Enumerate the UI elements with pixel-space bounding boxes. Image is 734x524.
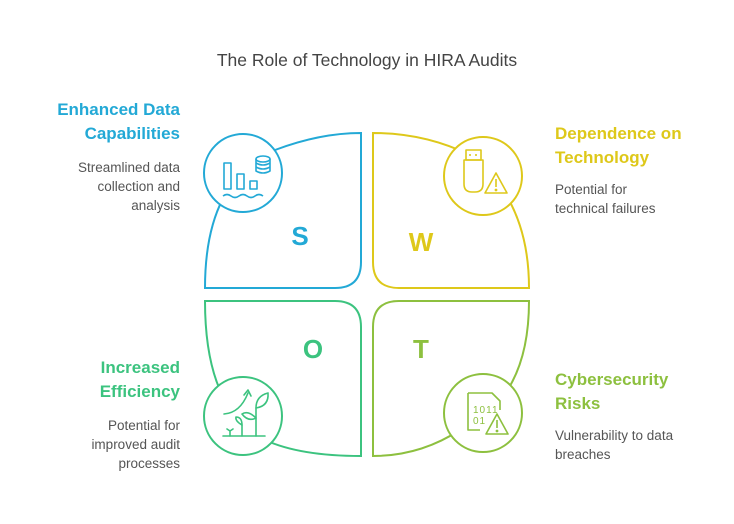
svg-text:1011: 1011 xyxy=(473,405,499,416)
opportunity-quadrant xyxy=(203,300,362,458)
strength-heading: Enhanced Data Capabilities xyxy=(57,100,180,143)
threat-quadrant xyxy=(372,300,531,458)
growth-plant-icon xyxy=(222,389,269,437)
data-chart-database-icon xyxy=(222,155,271,199)
svg-text:01: 01 xyxy=(473,416,486,427)
threat-heading: Cybersecurity Risks xyxy=(555,370,669,413)
usb-warning-icon xyxy=(463,149,508,194)
weakness-description: Potential for technical failures xyxy=(555,182,656,216)
threat-letter: T xyxy=(413,334,429,364)
weakness-letter: W xyxy=(409,227,434,257)
strength-description: Streamlined data collection and analysis xyxy=(77,160,180,213)
threat-description: Vulnerability to data breaches xyxy=(555,428,674,462)
opportunity-description: Potential for improved audit processes xyxy=(91,418,180,471)
binary-file-warning-icon: 1011 01 xyxy=(467,392,509,435)
opportunity-heading: Increased Efficiency xyxy=(99,358,180,401)
strength-quadrant xyxy=(203,131,362,289)
strength-letter: S xyxy=(291,221,308,251)
weakness-quadrant xyxy=(372,131,531,289)
diagram-title: The Role of Technology in HIRA Audits xyxy=(216,50,518,70)
opportunity-letter: O xyxy=(303,334,323,364)
weakness-heading: Dependence on Technology xyxy=(555,124,682,167)
